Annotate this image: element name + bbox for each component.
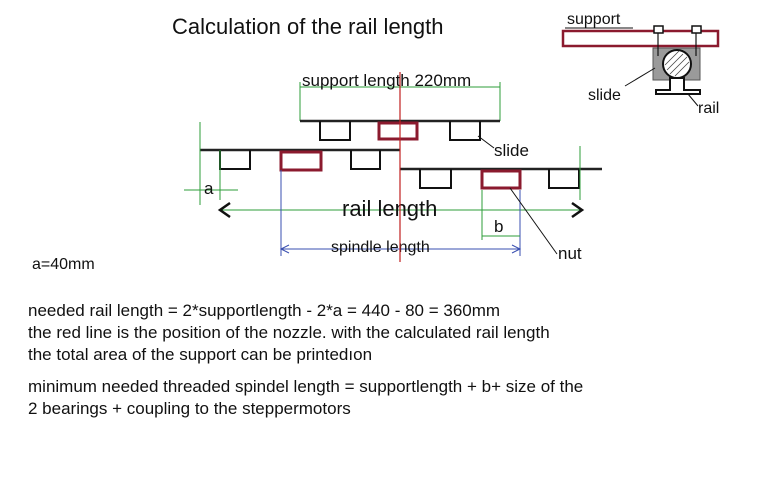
calculation-notes: needed rail length = 2*supportlength - 2… bbox=[28, 300, 583, 420]
b-label: b bbox=[494, 217, 503, 236]
slide-block bbox=[319, 121, 351, 141]
inset-rail-leader bbox=[687, 93, 699, 107]
support-length-label: support length 220mm bbox=[302, 71, 471, 90]
right-carriage bbox=[400, 167, 602, 190]
a-label: a bbox=[204, 179, 214, 198]
rail-foot-icon bbox=[655, 77, 701, 95]
nut-block bbox=[377, 121, 419, 141]
nut-block bbox=[480, 169, 522, 190]
support-length-dimension: support length 220mm bbox=[299, 71, 501, 121]
slide-block bbox=[219, 150, 251, 170]
note-bearings: 2 bearings + coupling to the steppermoto… bbox=[28, 399, 351, 418]
left-carriage bbox=[200, 148, 400, 172]
a-dimension: a bbox=[184, 122, 238, 205]
note-total-area: the total area of the support can be pri… bbox=[28, 345, 373, 364]
note-spindle-length: minimum needed threaded spindel length =… bbox=[28, 377, 584, 396]
a-value-label: a=40mm bbox=[32, 256, 95, 273]
slide-label: slide bbox=[494, 141, 529, 160]
rail-length-dimension: rail length bbox=[217, 146, 585, 221]
inset-support-plate bbox=[561, 29, 720, 48]
spindle-arrow-left bbox=[279, 244, 290, 254]
slide-block bbox=[449, 121, 481, 141]
hatch-icon bbox=[664, 50, 680, 66]
slide-block bbox=[548, 169, 580, 189]
cross-section-inset: support slide rail bbox=[561, 11, 720, 117]
bolt-head-icon bbox=[691, 25, 702, 34]
nut-leader bbox=[509, 187, 558, 255]
slide-leader bbox=[477, 135, 495, 149]
spindle-length-label: spindle length bbox=[331, 239, 430, 256]
inset-slide-leader bbox=[624, 67, 656, 87]
hatch-icon bbox=[669, 56, 688, 75]
rail-length-arrow-left bbox=[217, 201, 231, 219]
b-dimension: b bbox=[481, 190, 520, 240]
inset-support-label: support bbox=[567, 11, 621, 28]
slide-block bbox=[350, 150, 381, 170]
rail-length-label: rail length bbox=[342, 196, 437, 221]
spindle-arrow-right bbox=[511, 244, 522, 254]
inset-rail-label: rail bbox=[698, 100, 719, 117]
note-red-line: the red line is the position of the nozz… bbox=[28, 323, 550, 342]
diagram-title: Calculation of the rail length bbox=[172, 14, 444, 39]
slide-block bbox=[419, 169, 452, 189]
inset-slide-label: slide bbox=[588, 87, 621, 104]
nut-label: nut bbox=[558, 244, 582, 263]
nut-block bbox=[279, 150, 323, 172]
note-rail-length: needed rail length = 2*supportlength - 2… bbox=[28, 301, 501, 320]
hatch-icon bbox=[666, 53, 684, 71]
bolt-head-icon bbox=[653, 25, 664, 34]
rail-length-arrow-right bbox=[571, 201, 585, 219]
hatch-icon bbox=[674, 61, 690, 77]
